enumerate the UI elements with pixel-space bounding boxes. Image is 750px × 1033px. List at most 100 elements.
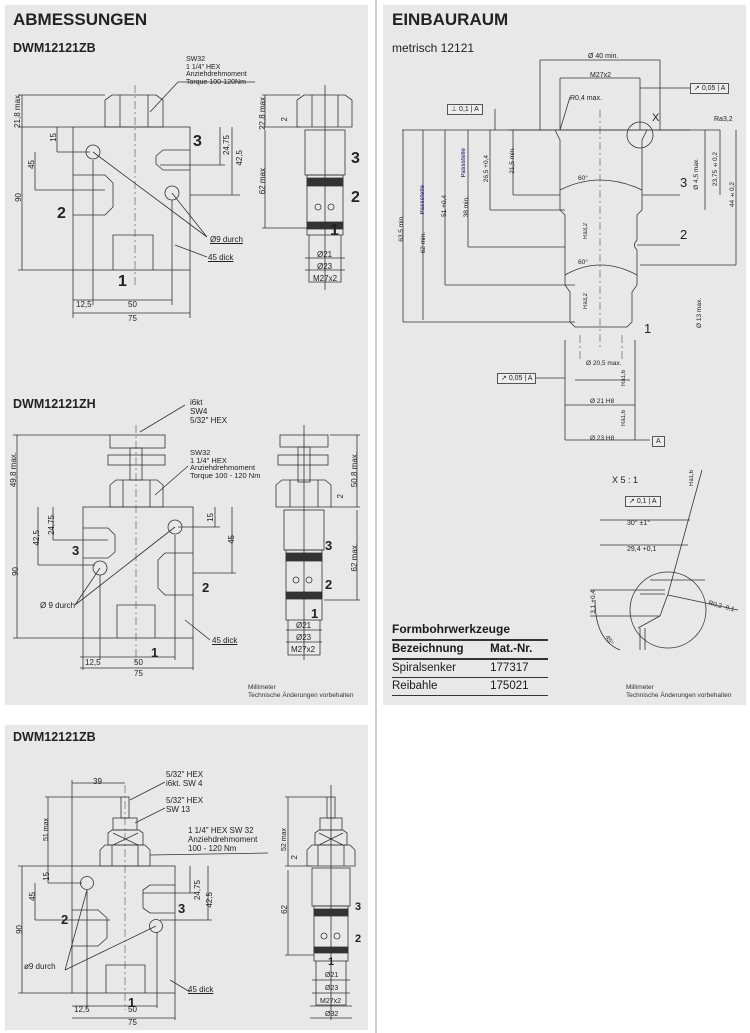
table-cell: 175021 — [490, 677, 548, 696]
thickness-label: 45 dick — [212, 636, 238, 645]
callout-line: Torque 100-120Nm — [186, 78, 246, 86]
dim-label: Ø 13 max. — [696, 298, 703, 328]
dim-label: 21,5 min. — [509, 147, 516, 174]
dim-label: 2 — [280, 117, 289, 122]
dim-label: 42,5 — [205, 892, 214, 908]
zb-side-view — [262, 85, 353, 290]
note-line: Millimeter — [626, 684, 654, 691]
dim-label: R0,4 max. — [570, 95, 602, 102]
dim-label: 90 — [11, 567, 20, 576]
datum: A — [474, 106, 479, 113]
dim-label: Ø23 — [296, 633, 312, 642]
dim-label: 50 — [134, 658, 143, 667]
dim-label: Ø 23 H8 — [590, 435, 615, 442]
callout-line: Anziehdrehmoment — [186, 71, 247, 78]
table-header-row: Bezeichnung Mat.-Nr. — [392, 640, 548, 660]
installation-subtitle: metrisch 12121 — [392, 41, 475, 55]
dim-label: 39 — [93, 777, 102, 786]
dim-label: 75 — [134, 669, 143, 678]
side-port-1-label: 1 — [330, 222, 339, 239]
detail-marker: X — [652, 112, 660, 124]
dimensions-panel — [5, 5, 368, 705]
tol-value: 0,1 — [459, 106, 469, 113]
holes-label: Ø9 durch — [210, 235, 243, 244]
callout-line: 5/32" HEX — [166, 770, 204, 779]
dim-label: M27x2 — [590, 72, 612, 79]
fit-label: Passstelle — [420, 185, 426, 215]
dim-label: 2 — [290, 855, 299, 860]
dim-label: 50 — [128, 1005, 137, 1014]
perpendicularity-tolerance: ⊥ 0,1 | A — [447, 104, 483, 115]
side-port-3-label: 3 — [351, 150, 360, 167]
tools-table-caption: Formbohrwerkzeuge — [392, 620, 548, 641]
callout-line: 100 - 120 Nm — [188, 844, 237, 853]
dim-label: 62 max — [258, 168, 267, 195]
dim-label: 90 — [15, 925, 24, 934]
zb-front-view — [18, 81, 255, 318]
dim-label: 62 — [280, 905, 289, 914]
note-line: Millimeter — [248, 684, 276, 691]
holes-label: ø9 durch — [24, 962, 56, 971]
callout-line: 5/32" HEX — [190, 416, 228, 425]
note-line: Technische Änderungen vorbehalten — [248, 691, 354, 699]
datum: A — [651, 498, 657, 505]
callout-line: SW4 — [190, 407, 208, 416]
runout-tolerance-2: ↗ 0,05 | A — [497, 373, 537, 384]
dim-label: Ø 4,5 max. — [693, 158, 700, 190]
angle-label: 30° ±1° — [627, 520, 651, 527]
side-port-1-label: 1 — [311, 606, 319, 621]
side-port-2-label: 2 — [325, 577, 333, 592]
side-port-1-label: 1 — [328, 956, 335, 968]
side-port-3-label: 3 — [355, 901, 362, 913]
dim-label: 29,4 +0,1 — [627, 546, 657, 553]
zb2-title: DWM12121ZB — [13, 730, 96, 744]
dim-label: 51 +0,4 — [441, 195, 448, 217]
roughness-label: Ra3,2 — [714, 116, 733, 123]
dim-label: Ø21 — [325, 972, 339, 979]
dim-label: 3,1 +0,4 — [590, 590, 597, 614]
dim-label: Ø23 — [325, 985, 339, 992]
dim-label: M27x2 — [320, 998, 342, 1005]
port-3-label: 3 — [178, 901, 186, 916]
dimensions-panel-2 — [5, 725, 368, 1030]
tol-value: 0,05 — [508, 375, 523, 382]
zb2-callout-3: 1 1/4" HEX SW 32 Anziehdrehmoment 100 - … — [188, 826, 257, 853]
dim-label: 63,5 min. — [398, 215, 405, 242]
callout-line: Anziehdrehmoment — [188, 835, 258, 844]
port-2-label: 2 — [57, 205, 66, 222]
datum: A — [527, 375, 533, 382]
roughness-label: Ra3,2 — [583, 293, 589, 310]
angle-label: 60° — [578, 175, 588, 182]
dim-label: M27x2 — [291, 645, 316, 654]
detail-x-view — [590, 469, 739, 651]
runout-tolerance: ↗ 0,05 | A — [690, 83, 730, 94]
zb2-callout-2: 5/32" HEX SW 13 — [166, 796, 203, 814]
callout-line: Anziehdrehmoment — [190, 463, 256, 472]
tol-value: 0,1 — [636, 498, 647, 505]
callout-line: 1 1/4" HEX SW 32 — [188, 826, 254, 835]
dim-label: 24,75 — [193, 880, 202, 901]
dim-label: 38 min. — [463, 196, 470, 218]
column-header: Bezeichnung — [392, 640, 491, 660]
table-row: Spiralsenker 177317 — [392, 659, 548, 678]
dim-label: 21,8 max — [13, 95, 22, 128]
panel-divider — [375, 0, 377, 1033]
dim-label: 23,75 ±0,2 — [712, 152, 719, 187]
zb-title: DWM12121ZB — [13, 41, 96, 55]
detail-tolerance: ↗ 0,1 | A — [625, 496, 661, 507]
dim-label: Ø21 — [317, 250, 333, 259]
dim-label: 62 min. — [420, 232, 427, 254]
dim-label: 52 max — [281, 828, 288, 851]
dim-label: 22,8 max — [258, 97, 267, 130]
table-cell: 177317 — [490, 659, 548, 678]
callout-line: 1 1/4" HEX — [190, 455, 227, 465]
port-3-label: 3 — [72, 543, 80, 558]
dim-label: Ø 20,5 max. — [586, 360, 622, 367]
angle-label: 60° — [578, 259, 588, 266]
dim-label: 12,5 — [74, 1005, 90, 1014]
dim-label: Ø 40 min. — [588, 53, 619, 60]
dim-label: Ø32 — [325, 1011, 339, 1018]
note-line: Technische Änderungen vorbehalten — [626, 691, 732, 699]
dim-label: M27x2 — [313, 274, 338, 283]
